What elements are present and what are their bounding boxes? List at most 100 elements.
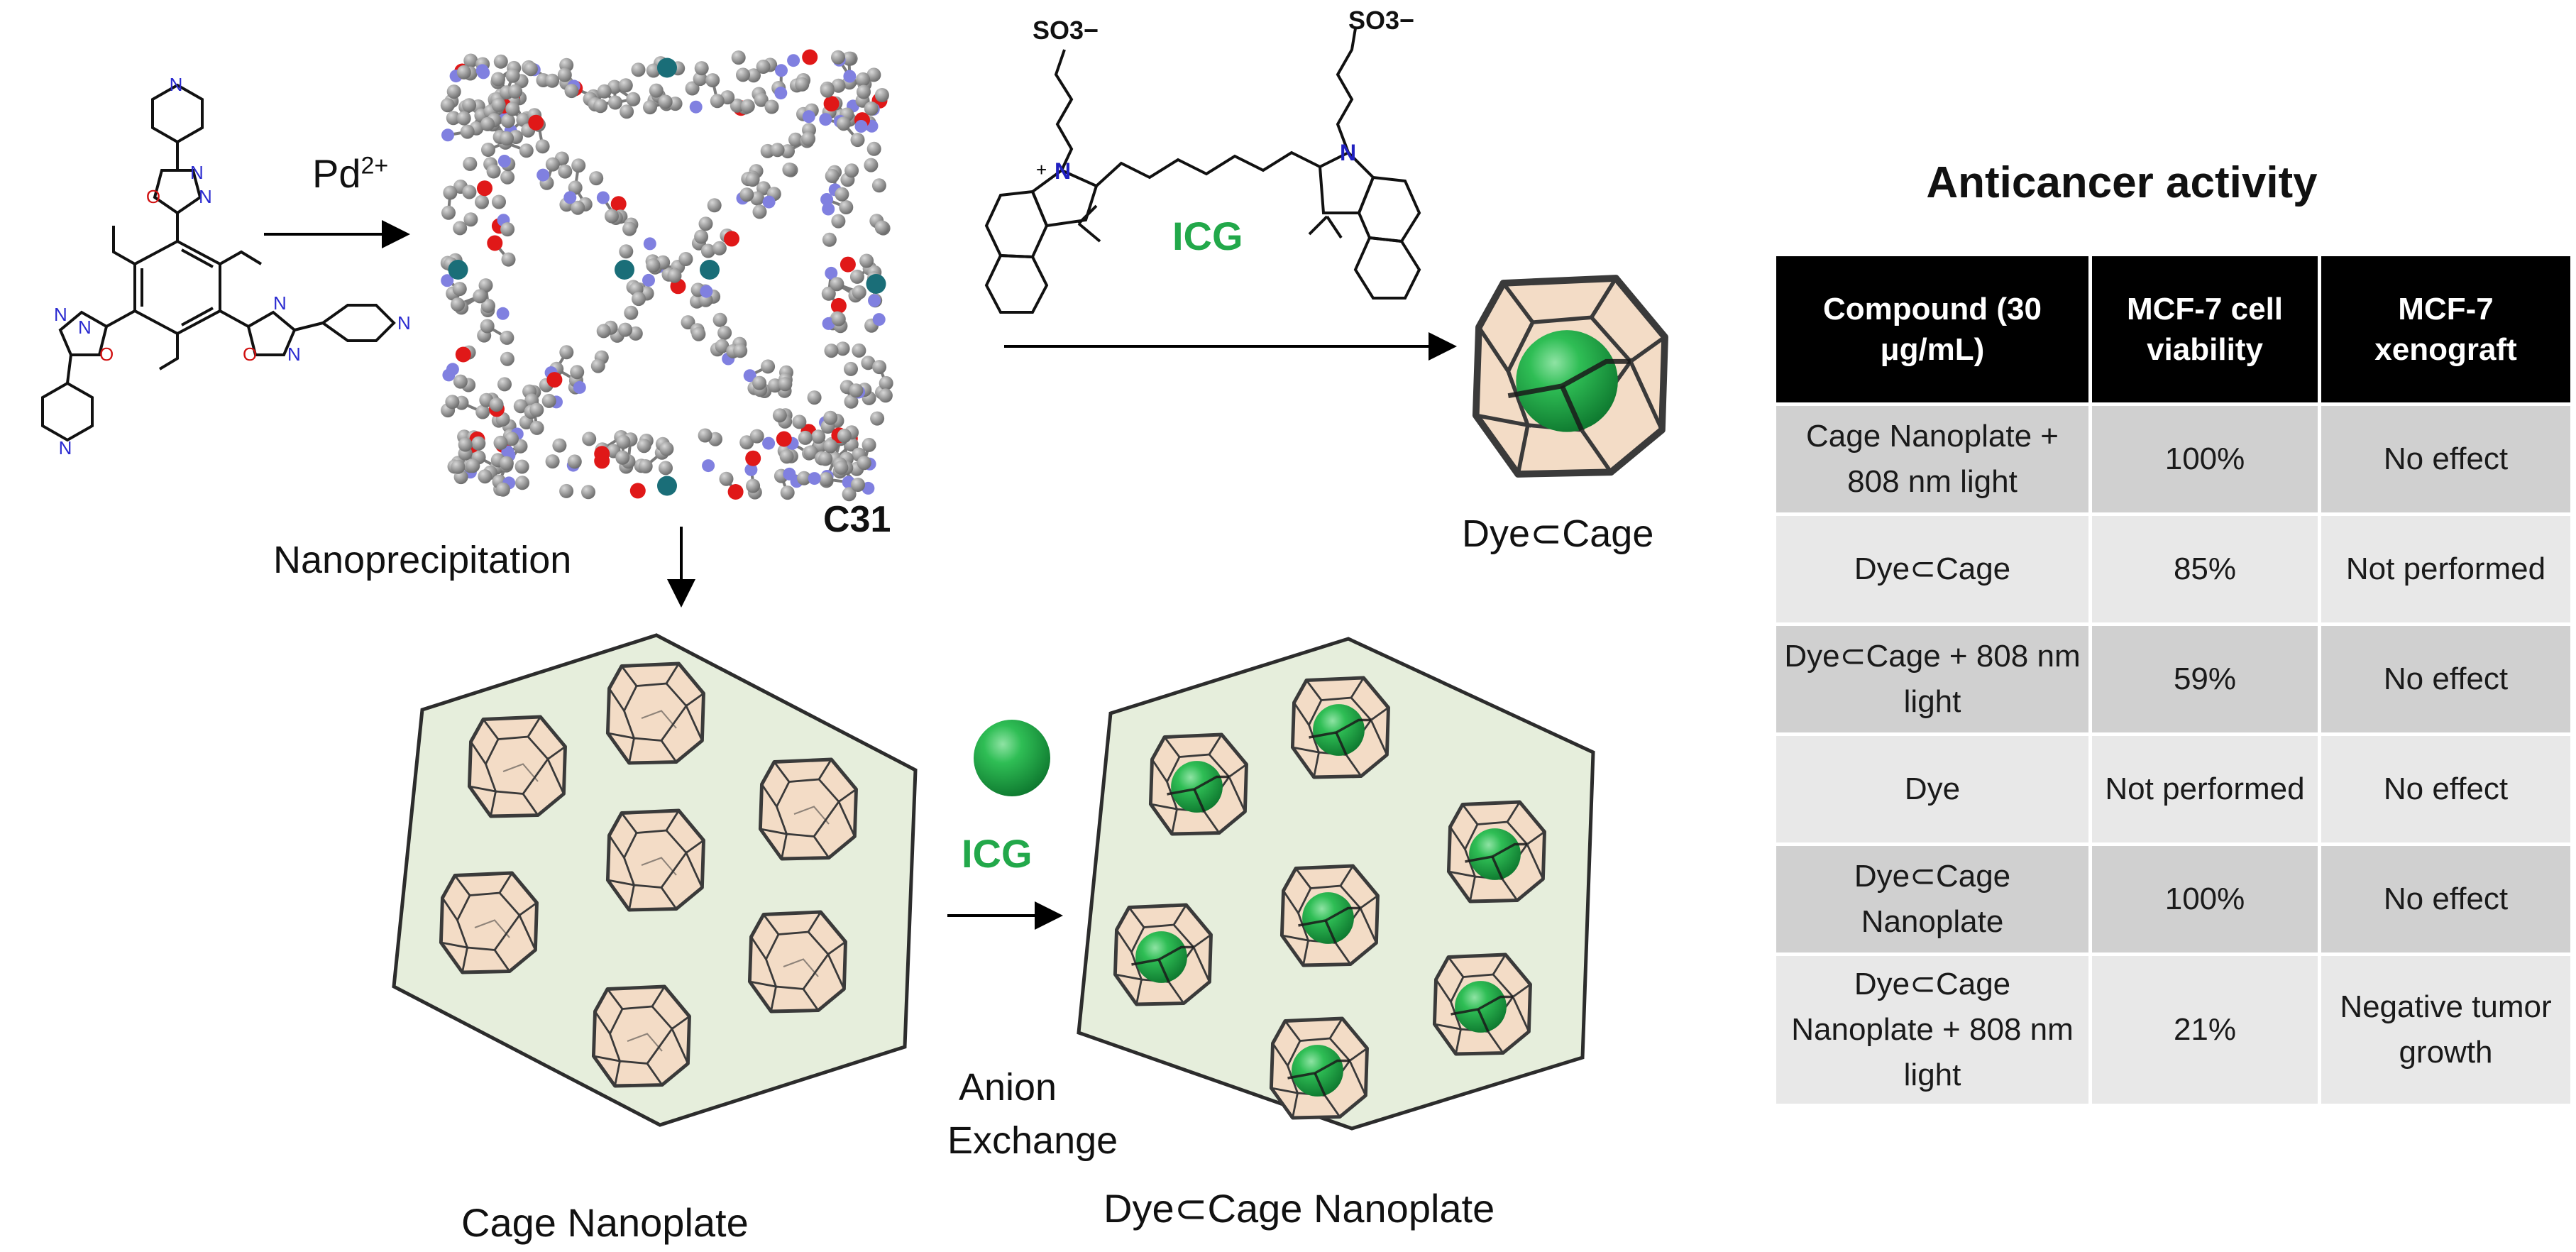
xenograft-cell: Not performed <box>2321 516 2570 622</box>
crystal-atom <box>453 221 468 236</box>
crystal-atom <box>618 78 633 93</box>
crystal-atom <box>798 430 813 445</box>
crystal-atom <box>642 273 655 287</box>
crystal-atom <box>739 435 754 450</box>
crystal-atom <box>545 73 560 88</box>
crystal-atom <box>820 193 834 206</box>
crystal-atom <box>801 131 816 146</box>
crystal-atom <box>505 101 520 116</box>
crystal-atom <box>463 212 478 227</box>
crystal-atom <box>552 438 567 453</box>
crystal-atom <box>831 214 846 229</box>
viability-cell: 100% <box>2092 406 2318 512</box>
crystal-atom <box>528 114 544 131</box>
crystal-atom <box>496 307 510 320</box>
crystal-atom <box>856 72 871 87</box>
crystal-atom <box>558 164 573 179</box>
crystal-atom <box>823 439 838 454</box>
crystal-atom <box>441 205 456 220</box>
crystal-atom <box>615 450 630 465</box>
crystal-atom <box>823 410 838 425</box>
svg-text:N: N <box>59 437 72 458</box>
svg-text:N: N <box>273 292 287 314</box>
crystal-atom <box>624 305 639 320</box>
crystal-atom <box>515 476 529 490</box>
crystal-atom <box>762 195 776 209</box>
compound-cell: Dye⊂Cage <box>1776 516 2088 622</box>
crystal-atom <box>619 244 634 259</box>
crystal-atom <box>462 185 477 199</box>
crystal-atom <box>495 482 510 497</box>
compound-cell: Cage Nanoplate + 808 nm light <box>1776 406 2088 512</box>
crystal-atom <box>857 456 871 471</box>
crystal-atom <box>535 139 550 154</box>
crystal-atom <box>844 163 859 178</box>
crystal-atom <box>452 282 467 297</box>
crystal-atom <box>756 181 771 196</box>
crystal-atom <box>851 478 865 492</box>
crystal-atom <box>844 361 858 376</box>
crystal-atom <box>868 294 881 307</box>
crystal-atom <box>462 98 477 113</box>
crystal-atom <box>792 414 807 429</box>
crystal-atom <box>545 454 560 469</box>
crystal-atom <box>608 95 622 110</box>
compound-cell: Dye⊂Cage Nanoplate + 808 nm light <box>1776 956 2088 1104</box>
svg-text:O: O <box>146 186 160 207</box>
crystal-atom <box>475 64 489 77</box>
crystal-atom <box>505 432 519 446</box>
svg-text:N: N <box>190 162 204 183</box>
cage-nanoplate-label: Cage Nanoplate <box>461 1200 749 1245</box>
crystal-atom <box>691 326 706 341</box>
viability-cell: 100% <box>2092 846 2318 952</box>
crystal-atom <box>821 286 836 301</box>
icg-structure <box>984 28 1421 314</box>
crystal-atom <box>589 171 604 186</box>
crystal-atom <box>616 434 631 449</box>
crystal-atom <box>843 70 857 83</box>
viability-cell: 59% <box>2092 626 2318 732</box>
crystal-atom <box>700 243 715 258</box>
viability-cell: 85% <box>2092 516 2318 622</box>
crystal-atom <box>466 458 480 473</box>
table-row: Dye⊂Cage 85% Not performed <box>1776 516 2570 622</box>
crystal-atom <box>761 359 776 374</box>
crystal-atom <box>745 172 760 187</box>
crystal-atom <box>618 322 633 337</box>
crystal-atom <box>872 360 887 375</box>
crystal-atom <box>546 372 563 388</box>
crystal-atom <box>866 67 881 82</box>
crystal-atom <box>536 168 550 182</box>
crystal-atom <box>581 485 595 500</box>
crystal-atom <box>590 358 605 373</box>
crystal-atom <box>870 411 885 426</box>
crystal-atom <box>705 73 720 88</box>
crystal-atom <box>486 164 501 179</box>
table-row: Dye⊂Cage Nanoplate + 808 nm light 21% Ne… <box>1776 956 2570 1104</box>
crystal-atom <box>797 471 811 485</box>
crystal-atom <box>463 53 478 68</box>
crystal-atom <box>788 132 803 147</box>
anion-exchange-line-1: Anion <box>958 1066 1057 1109</box>
crystal-atom <box>836 116 851 131</box>
icg-small-label: ICG <box>962 831 1033 876</box>
table-row: Dye⊂Cage Nanoplate 100% No effect <box>1776 846 2570 952</box>
crystal-atom <box>850 133 865 148</box>
crystal-atom <box>842 51 857 66</box>
crystal-atom <box>570 365 585 380</box>
crystal-atom <box>646 258 661 273</box>
crystal-atom <box>500 222 515 237</box>
crystal-atom <box>831 312 846 326</box>
crystal-atom <box>727 484 744 500</box>
crystal-atom <box>446 84 461 99</box>
crystal-atom <box>698 216 713 231</box>
crystal-atom <box>770 143 785 158</box>
crystal-atom <box>844 394 859 409</box>
crystal-atom <box>772 408 787 423</box>
crystal-atom <box>839 200 854 214</box>
crystal-atom <box>497 377 512 392</box>
crystal-atom <box>563 191 577 204</box>
crystal-atom <box>743 369 756 383</box>
crystal-atom <box>573 380 586 394</box>
crystal-atom <box>593 99 608 114</box>
